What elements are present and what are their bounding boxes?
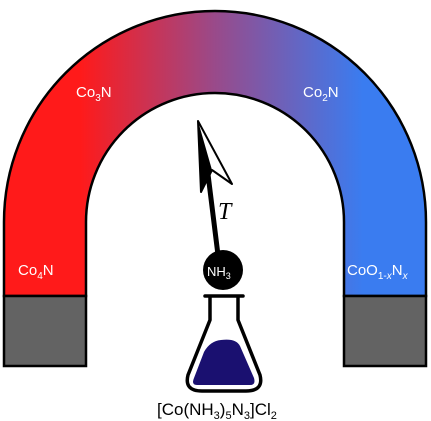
arrow-label-t: T — [218, 199, 233, 225]
nh3-label: NH3 — [207, 264, 231, 281]
temperature-arrow — [197, 120, 233, 258]
label-coo1-xnx: CoO1-xNx — [347, 262, 409, 282]
flask-liquid — [193, 339, 255, 385]
magnet-pole-right — [342, 294, 428, 368]
magnet-pole-left — [2, 294, 88, 368]
flask-outline — [185, 296, 263, 393]
precursor-formula: [Co(NH3)5N3]Cl2 — [157, 400, 277, 421]
label-co4n: Co4N — [18, 262, 54, 282]
nh3-sphere — [203, 250, 243, 290]
label-co2n: Co2N — [303, 84, 339, 104]
erlenmeyer-flask — [185, 294, 263, 393]
horseshoe-magnet — [2, 9, 428, 298]
label-co3n: Co3N — [76, 84, 112, 104]
